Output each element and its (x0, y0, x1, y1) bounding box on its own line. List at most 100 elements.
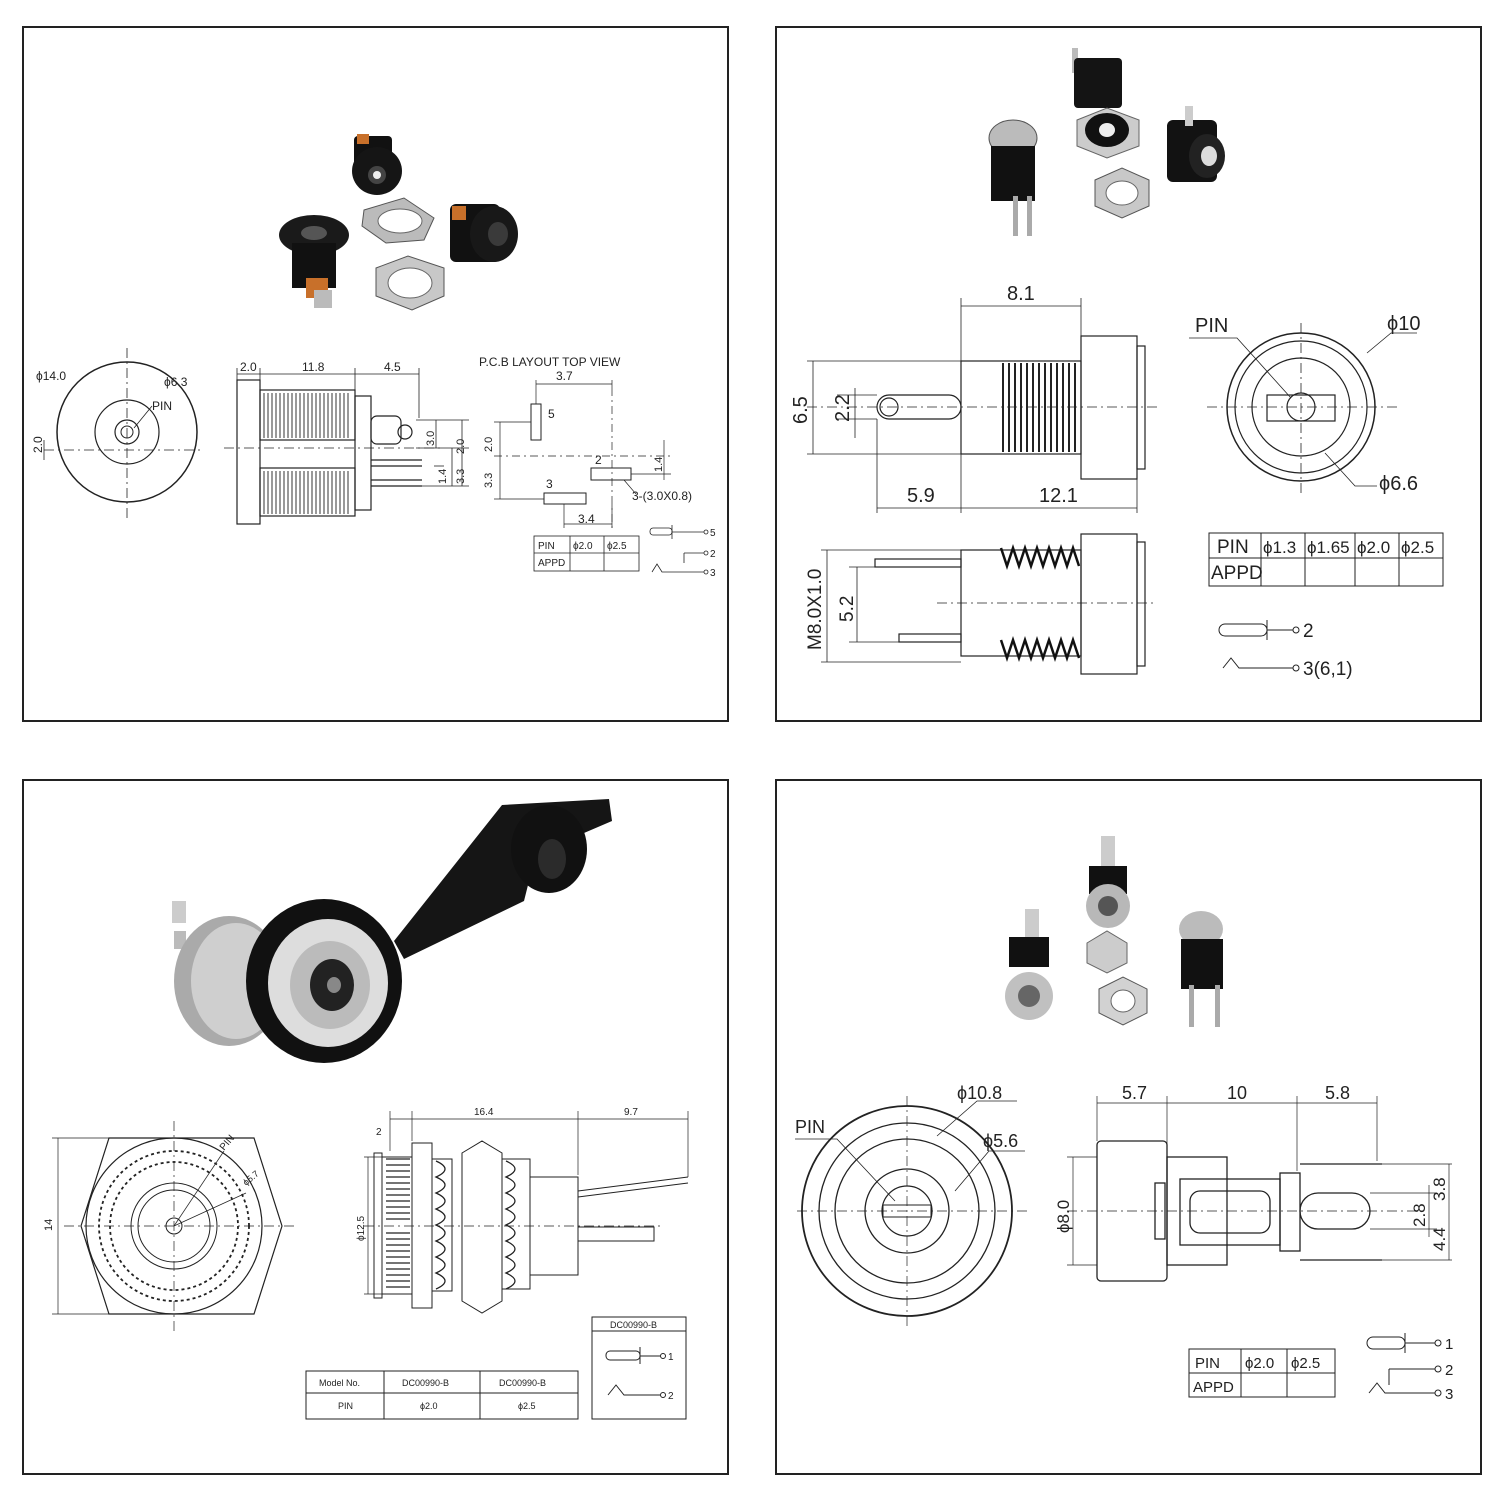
table1-h2: ϕ2.5 (607, 541, 627, 552)
dim-v-3-0: 3.0 (425, 431, 437, 446)
pin-label-3: PIN (218, 1133, 237, 1153)
dim-5-7: 5.7 (1122, 1083, 1147, 1103)
pcb-layout-title: P.C.B LAYOUT TOP VIEW (479, 355, 621, 369)
dim-2-8: 2.8 (1410, 1203, 1429, 1227)
thread-lines-2 (1002, 363, 1076, 452)
dim-phi5-7: ϕ5.7 (241, 1169, 261, 1188)
pcb-label-5: 5 (548, 407, 555, 421)
table3-r2: ϕ2.5 (518, 1401, 536, 1411)
legend4-2: 2 (1445, 1362, 1453, 1379)
table2-h2: ϕ1.65 (1307, 538, 1350, 557)
dim-5-2: 5.2 (837, 596, 858, 622)
legend2-3: 3(6,1) (1303, 659, 1353, 680)
dim-pcb-1-4: 1.4 (653, 457, 665, 472)
table3-h2: DC00990-B (499, 1378, 546, 1388)
dim-v-1-4: 1.4 (437, 469, 449, 484)
table3-r1: ϕ2.0 (420, 1401, 438, 1411)
side-view-4 (1067, 1096, 1452, 1282)
panel-2-drawing: 8.1 6.5 2.2 5.9 12.1 PIN ϕ10 ϕ6.6 M8.0X1 (790, 48, 1444, 680)
product-photo-1 (279, 134, 518, 311)
table1-h0: PIN (538, 541, 555, 552)
legend1-3: 3 (710, 568, 716, 579)
pin-table-4 (1188, 1348, 1336, 1398)
dim-phi5-6: ϕ5.6 (983, 1131, 1018, 1151)
panel-3-drawing: 14 PIN ϕ5.7 16.4 9.7 2 ϕ12.5 Mod (43, 799, 689, 1420)
dim-phi10: ϕ10 (1387, 313, 1420, 335)
legend3-title: DC00990-B (610, 1320, 657, 1330)
model-table-3 (305, 1370, 579, 1420)
dim-5-8: 5.8 (1325, 1083, 1350, 1103)
pin-legend-4 (1366, 1333, 1442, 1397)
dim-w-4-5: 4.5 (384, 360, 401, 374)
dim-pcb-3-7: 3.7 (556, 369, 573, 383)
dim-pcb-3-3: 3.3 (483, 473, 495, 488)
legend3-2: 2 (668, 1391, 674, 1402)
dim-9-7: 9.7 (624, 1107, 638, 1118)
thread-lines-3 (386, 1158, 516, 1290)
table4-appd: APPD (1193, 1379, 1234, 1396)
table2-h1: ϕ1.3 (1263, 538, 1296, 557)
table1-h1: ϕ2.0 (573, 541, 593, 552)
product-photo-3 (172, 799, 612, 1063)
dim-v-3-3: 3.3 (455, 469, 467, 484)
pin-table-1 (533, 535, 640, 572)
panel-2: 8.1 6.5 2.2 5.9 12.1 PIN ϕ10 ϕ6.6 M8.0X1 (775, 26, 1482, 722)
dim-v-2-0: 2.0 (455, 439, 467, 454)
pcb-label-2: 2 (595, 453, 602, 467)
front-view-2 (1189, 323, 1417, 493)
dim-pcb-hole: 3-(3.0X0.8) (632, 489, 692, 503)
panel-1: ϕ14.0 ϕ6.3 PIN 2.0 2.0 11.8 4.5 3.0 2.0 … (22, 26, 729, 722)
table1-appd: APPD (538, 558, 565, 569)
pcb-layout-1 (494, 380, 674, 528)
side-v-dim-lines-1 (416, 419, 469, 487)
dim-pcb-2-0: 2.0 (483, 437, 495, 452)
legend2-2: 2 (1303, 621, 1314, 642)
dim-2: 2 (376, 1127, 382, 1138)
side-view-1 (224, 368, 444, 525)
dim-16-4: 16.4 (474, 1107, 494, 1118)
pin-label-4: PIN (795, 1117, 825, 1137)
side-view-3 (364, 1111, 689, 1314)
pin-legend-3 (591, 1316, 687, 1420)
pcb-label-3: 3 (546, 477, 553, 491)
dim-left-2: 2.0 (31, 436, 45, 453)
product-photo-2 (988, 48, 1225, 236)
side-view-2b (821, 533, 1157, 675)
legend3-1: 1 (668, 1352, 674, 1363)
dim-w-2: 2.0 (240, 360, 257, 374)
legend4-3: 3 (1445, 1386, 1453, 1403)
legend4-1: 1 (1445, 1336, 1453, 1353)
table2-appd: APPD (1211, 563, 1263, 584)
panel-3: 14 PIN ϕ5.7 16.4 9.7 2 ϕ12.5 Mod (22, 779, 729, 1475)
thread-zigzag-2 (999, 544, 1081, 662)
dim-outer-dia: ϕ14.0 (36, 369, 66, 383)
table2-h4: ϕ2.5 (1401, 538, 1434, 557)
table4-h1: ϕ2.0 (1245, 1355, 1274, 1372)
dim-12-1: 12.1 (1039, 485, 1078, 507)
table3-r0: PIN (338, 1401, 353, 1411)
dim-2-2: 2.2 (832, 394, 854, 422)
front-view-1 (43, 348, 204, 518)
pin-label: PIN (152, 399, 172, 413)
dim-5-9: 5.9 (907, 485, 935, 507)
table2-h0: PIN (1217, 537, 1249, 558)
panel-4: PIN ϕ10.8 ϕ5.6 5.7 10 5.8 ϕ8.0 3.8 2.8 4… (775, 779, 1482, 1475)
dim-10: 10 (1227, 1083, 1247, 1103)
pin-legend-2 (1218, 620, 1300, 672)
table3-h1: DC00990-B (402, 1378, 449, 1388)
legend1-5: 5 (710, 528, 716, 539)
dim-phi12-5: ϕ12.5 (356, 1215, 367, 1241)
table2-h3: ϕ2.0 (1357, 538, 1390, 557)
panel-1-drawing: ϕ14.0 ϕ6.3 PIN 2.0 2.0 11.8 4.5 3.0 2.0 … (31, 134, 716, 579)
pin-table-2 (1208, 532, 1444, 587)
pin-legend-1 (649, 525, 709, 575)
dim-pcb-3-4: 3.4 (578, 512, 595, 526)
dim-m8: M8.0X1.0 (805, 569, 826, 650)
product-photo-4 (1005, 836, 1223, 1027)
front-view-3 (52, 1121, 294, 1331)
front-view-4 (795, 1096, 1027, 1326)
dim-8-1: 8.1 (1007, 283, 1035, 305)
panel-4-drawing: PIN ϕ10.8 ϕ5.6 5.7 10 5.8 ϕ8.0 3.8 2.8 4… (795, 836, 1453, 1403)
dim-inner-dia: ϕ6.3 (164, 375, 188, 389)
side-view-2 (807, 298, 1157, 513)
